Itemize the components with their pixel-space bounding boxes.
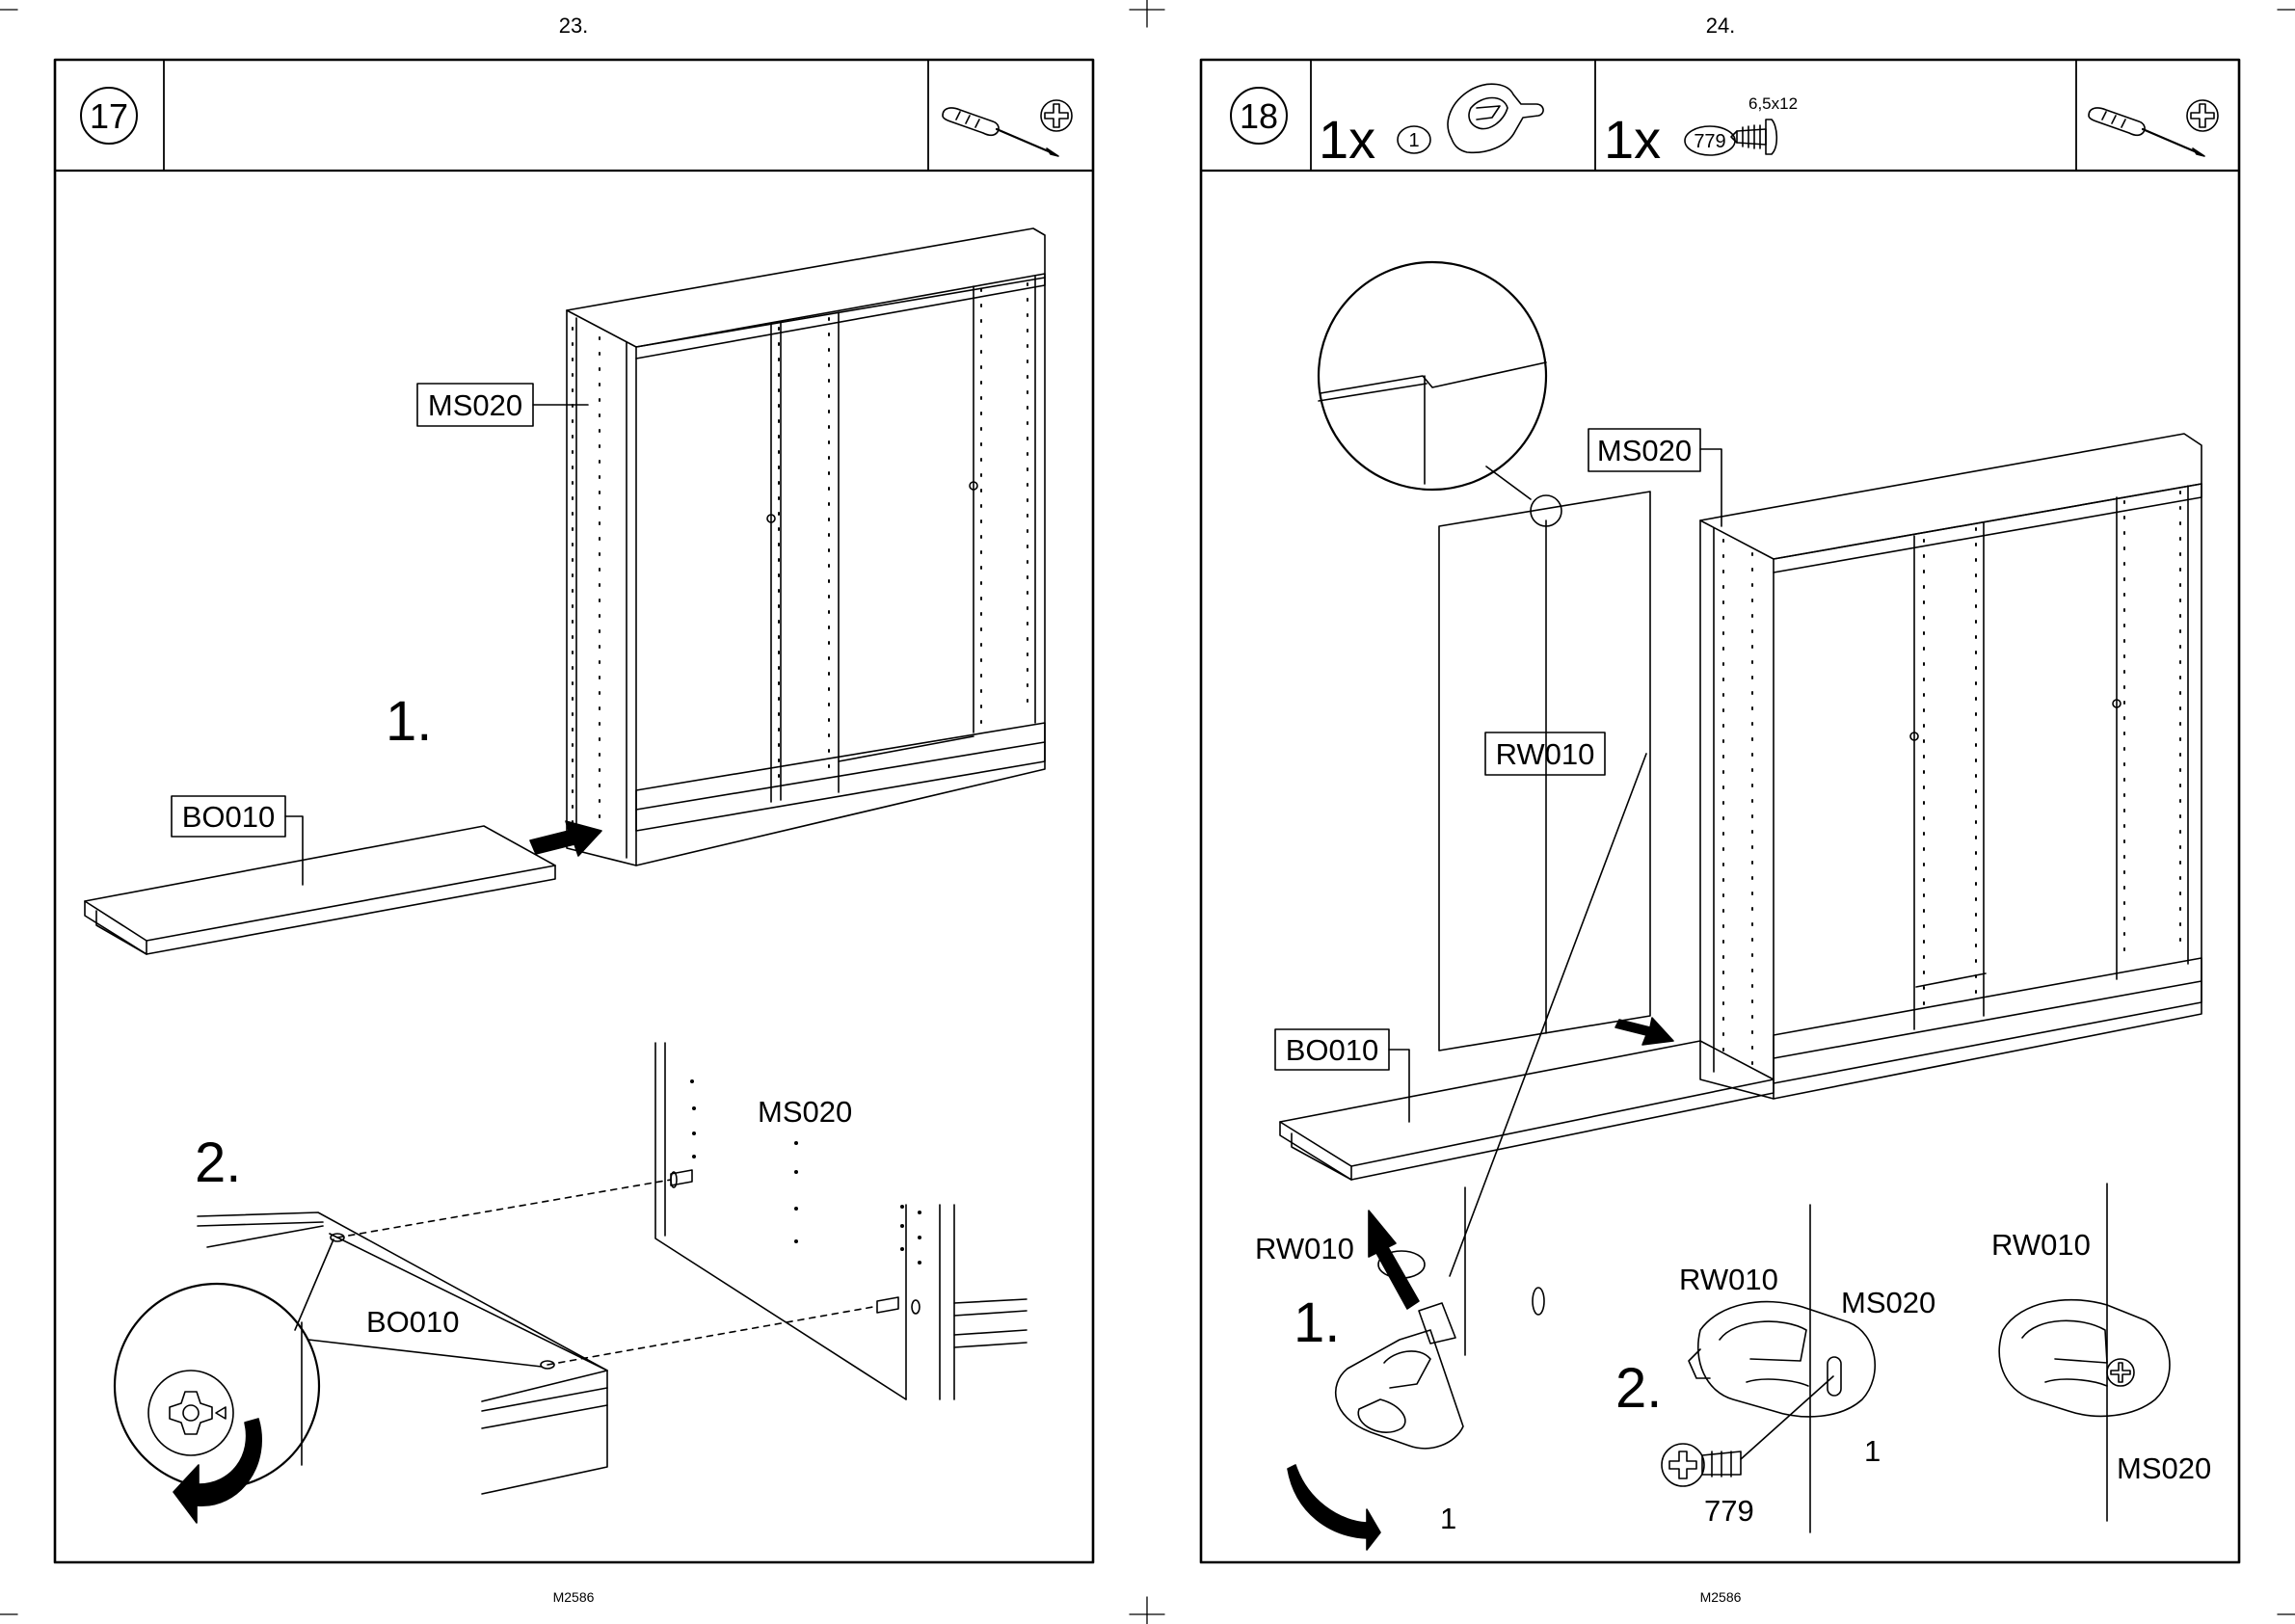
page-frame bbox=[1201, 60, 2239, 1562]
substep-1-label: 1. bbox=[386, 690, 432, 753]
phillips-head-icon bbox=[1041, 100, 1072, 131]
part-number: 1 bbox=[1440, 1502, 1456, 1535]
part-label-ms020: MS020 bbox=[1597, 434, 1692, 467]
screw-icon bbox=[1731, 120, 1776, 154]
substep-2-label: 2. bbox=[1615, 1357, 1662, 1420]
step-number: 17 bbox=[90, 96, 128, 136]
bracket-icon bbox=[1336, 1303, 1463, 1449]
substep-2-label: 2. bbox=[195, 1131, 241, 1194]
page-number: 23. bbox=[559, 13, 589, 38]
part-label-ms020: MS020 bbox=[758, 1095, 852, 1129]
part-label-bo010: BO010 bbox=[1286, 1033, 1379, 1067]
arrow-icon bbox=[1369, 1211, 1419, 1309]
detail-magnifier bbox=[1319, 262, 1546, 490]
part-label-rw010: RW010 bbox=[1255, 1232, 1354, 1265]
hardware-qty: 1x bbox=[1319, 109, 1375, 170]
arrow-icon bbox=[530, 821, 601, 856]
joint-detail bbox=[115, 1043, 1027, 1523]
part-number: 779 bbox=[1704, 1494, 1754, 1528]
hardware-qty: 1x bbox=[1604, 109, 1661, 170]
part-label-rw010: RW010 bbox=[1496, 737, 1595, 771]
screw-spec: 6,5x12 bbox=[1748, 94, 1798, 113]
screw-icon bbox=[1662, 1444, 1741, 1486]
part-label-ms020: MS020 bbox=[1841, 1286, 1935, 1319]
part-label-bo010: BO010 bbox=[366, 1305, 460, 1339]
step-number: 18 bbox=[1240, 96, 1278, 136]
document-code: M2586 bbox=[553, 1589, 595, 1605]
page-24: 24. 18 1x 1 1x 779 6,5x12 bbox=[1201, 13, 2239, 1605]
page-23: 23. 17 bbox=[55, 13, 1093, 1605]
wardrobe-carcass bbox=[567, 228, 1045, 865]
part-label-bo010: BO010 bbox=[182, 800, 276, 834]
part-number: 1 bbox=[1864, 1434, 1881, 1468]
bottom-board bbox=[85, 826, 555, 954]
bracket-icon bbox=[1999, 1300, 2170, 1417]
page-number: 24. bbox=[1706, 13, 1736, 38]
substep-1-label: 1. bbox=[1294, 1291, 1340, 1354]
arrow-icon bbox=[1615, 1018, 1673, 1045]
bracket-icon bbox=[1448, 84, 1543, 152]
document-code: M2586 bbox=[1700, 1589, 1742, 1605]
part-label-rw010: RW010 bbox=[1679, 1263, 1778, 1296]
part-label-ms020: MS020 bbox=[428, 388, 522, 422]
cam-lock-icon bbox=[148, 1371, 233, 1455]
back-panel bbox=[1439, 492, 1650, 1051]
hardware-part: 779 bbox=[1694, 131, 1725, 152]
wardrobe-carcass bbox=[1700, 434, 2202, 1099]
part-label-rw010: RW010 bbox=[1991, 1228, 2091, 1262]
part-label-ms020: MS020 bbox=[2117, 1451, 2211, 1485]
hardware-part: 1 bbox=[1408, 130, 1419, 151]
phillips-head-icon bbox=[2187, 100, 2218, 131]
rotate-arrow-icon bbox=[1288, 1465, 1380, 1550]
